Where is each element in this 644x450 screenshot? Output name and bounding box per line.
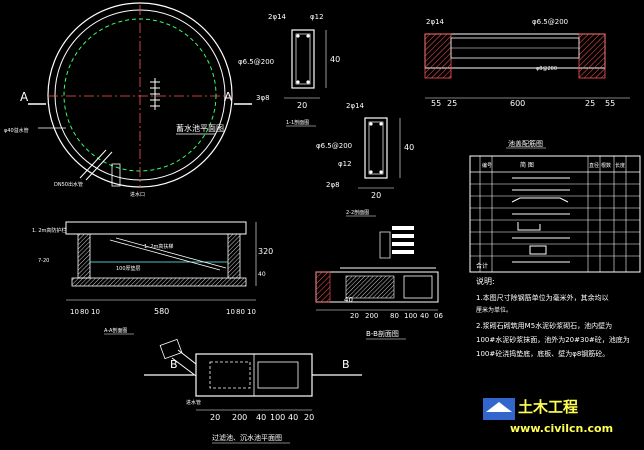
table-header-count: 根数 xyxy=(601,162,611,169)
rebar1-caption: 1-1剖面图 xyxy=(286,119,309,126)
cover-top-left: 2φ14 xyxy=(426,18,445,26)
notes-line-4: 100#砼浇捣垫底，底板、壁为φ8钢筋砼。 xyxy=(476,349,609,358)
rebar2-caption: 2-2剖面图 xyxy=(346,209,369,216)
table-total: 合计 xyxy=(476,262,488,270)
plan-label-steps: 进水口 xyxy=(130,191,145,198)
section-mark-a-left: A xyxy=(20,90,29,104)
section-dim-small: 40 xyxy=(258,271,266,278)
cover-dim-0: 55 xyxy=(431,99,441,108)
rebar1-top-left: 2φ14 xyxy=(268,13,287,21)
notes-title: 说明: xyxy=(476,276,495,286)
section-label-left: 7-20 xyxy=(38,258,49,264)
section-caption: A-A剖面图 xyxy=(104,327,127,334)
section-dim-3: 580 xyxy=(154,307,169,316)
cover-dim-1: 25 xyxy=(447,99,457,108)
filter-dim-6: 06 xyxy=(434,312,443,320)
rebar1-dim-right: 40 xyxy=(330,55,340,64)
section-label-top: 1. 2m高防护栏 xyxy=(32,227,66,234)
filter-dim-4: 100 xyxy=(404,312,417,320)
notes: 说明: 1.本图尺寸除钢筋单位为毫米外，其余均以 厘米为单位。 2.浆砌石砌筑用… xyxy=(476,276,630,358)
rebar1-dim-bottom: 20 xyxy=(297,101,307,110)
rebar-detail-top: 2φ14 φ12 φ6.5@200 3φ8 20 40 1-1剖面图 xyxy=(238,13,340,127)
rebar1-top-right: φ12 xyxy=(310,13,324,21)
filter-dim-5: 40 xyxy=(420,312,429,320)
section-dim-4: 10 xyxy=(226,308,235,316)
cover-dim-2: 600 xyxy=(510,99,525,108)
filter-dim-3: 80 xyxy=(390,312,399,320)
table-header-length: 长度 xyxy=(615,162,625,169)
rebar2-dim-right: 40 xyxy=(404,143,414,152)
plan-label-pipe-bottom: DN50出水管 xyxy=(54,181,83,188)
section-mark-b-left: B xyxy=(170,358,178,371)
rebar1-side: φ6.5@200 xyxy=(238,58,274,66)
filter-section: 40 20 200 80 100 40 06 B-B剖面图 xyxy=(315,226,443,340)
watermark: 土木工程 www.civilcn.com xyxy=(483,398,613,435)
rebar2-top-right: 2φ14 xyxy=(346,102,365,110)
section-dim-height: 320 xyxy=(258,247,273,256)
plan-label-pipe-left: φ40溢水管 xyxy=(4,127,29,134)
table-header-sketch: 简 图 xyxy=(520,161,534,169)
plan-view: A A 蓄水池平面图 φ40溢水管 DN50出水管 进水口 xyxy=(4,2,252,198)
intake-dim-1: 200 xyxy=(232,413,247,422)
rebar1-bottom-left: 3φ8 xyxy=(256,94,270,102)
filter-dim-0: 40 xyxy=(344,296,353,304)
intake-dim-3: 100 xyxy=(270,413,285,422)
intake-label-pipe: 进水管 xyxy=(186,399,201,406)
intake-caption: 过滤池、沉水池平面图 xyxy=(212,433,282,442)
intake-dim-5: 20 xyxy=(304,413,314,422)
filter-caption: B-B剖面图 xyxy=(366,329,399,338)
table-title: 池盖配筋图 xyxy=(508,139,543,148)
rebar-detail-mid: 2φ14 φ6.5@200 φ12 2φ8 20 40 2-2剖面图 xyxy=(316,102,414,217)
watermark-url: www.civilcn.com xyxy=(510,422,613,435)
section-dim-6: 10 xyxy=(247,308,256,316)
intake-dim-2: 40 xyxy=(256,413,266,422)
section-aa: 1. 2m高防护栏 1. 2m高扶梯 100厚垫层 7-20 320 40 10… xyxy=(32,221,273,335)
cover-dim-3: 25 xyxy=(585,99,595,108)
rebar-table: 池盖配筋图 编号 简 图 直径 根数 长度 合计 xyxy=(469,139,641,273)
intake-dim-0: 20 xyxy=(210,413,220,422)
rebar2-side: φ6.5@200 xyxy=(316,142,352,150)
section-mark-a-right: A xyxy=(224,90,233,104)
rebar2-dim-bottom: 20 xyxy=(371,191,381,200)
filter-dim-2: 200 xyxy=(365,312,378,320)
section-mark-b-right: B xyxy=(342,358,350,371)
section-dim-2: 10 xyxy=(91,308,100,316)
cover-top-right: φ6.5@200 xyxy=(532,18,568,26)
table-header-dia: 直径 xyxy=(589,162,599,169)
section-dim-0: 10 xyxy=(70,308,79,316)
intake-dim-4: 40 xyxy=(288,413,298,422)
section-label-mid: 1. 2m高扶梯 xyxy=(144,243,173,250)
rebar2-right-bottom: φ12 xyxy=(338,160,352,168)
notes-line-0: 1.本图尺寸除钢筋单位为毫米外，其余均以 xyxy=(476,293,609,302)
section-dim-5: 80 xyxy=(236,308,245,316)
intake-plan: 进水管 B B 20 200 40 100 40 20 过滤池、沉水池平面图 xyxy=(144,338,362,444)
notes-line-1: 厘米为单位。 xyxy=(476,306,512,314)
section-dim-1: 80 xyxy=(80,308,89,316)
watermark-name: 土木工程 xyxy=(518,398,578,416)
notes-line-2: 2.浆砌石砌筑用M5水泥砂浆砌石，池内壁为 xyxy=(476,321,612,330)
section-label-water: 100厚垫层 xyxy=(116,265,141,272)
rebar2-bottom-left: 2φ8 xyxy=(326,181,340,189)
cover-bottom-right: φ8@200 xyxy=(536,66,557,72)
table-header-id: 编号 xyxy=(482,162,492,169)
filter-dim-1: 20 xyxy=(350,312,359,320)
plan-title: 蓄水池平面图 xyxy=(176,123,224,133)
plan-steps xyxy=(111,163,121,187)
cover-dim-4: 55 xyxy=(605,99,615,108)
notes-line-3: 100#水泥砂浆抹面，池外为20#30#砼，池底为 xyxy=(476,335,630,344)
cover-slab: 2φ14 φ6.5@200 φ8@200 55 25 600 25 55 xyxy=(424,18,630,108)
